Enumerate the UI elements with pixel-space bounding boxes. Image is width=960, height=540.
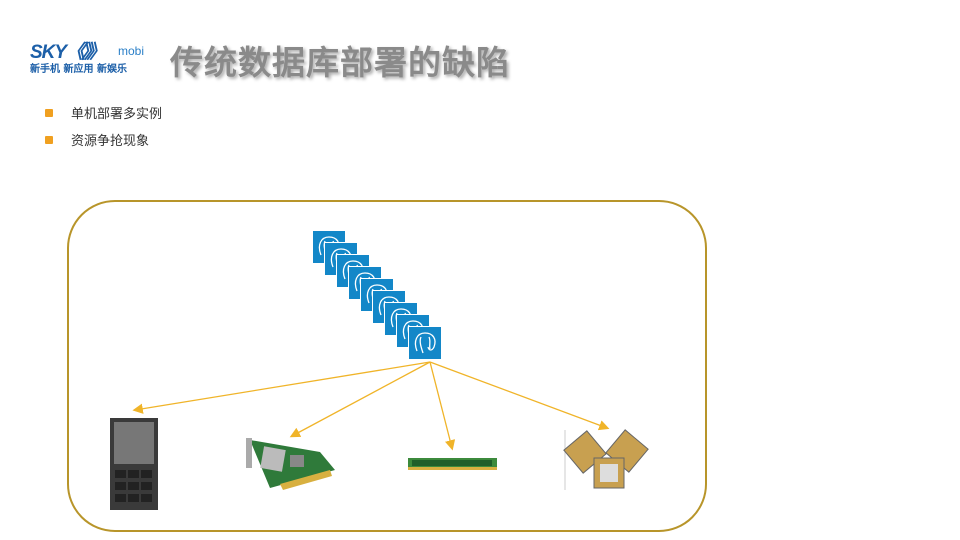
arrow-to-server (132, 361, 431, 414)
logo-mobi: mobi (118, 44, 145, 58)
bullet-text: 单机部署多实例 (71, 107, 163, 122)
logo: SKY《》》 (30, 42, 106, 63)
arrow-to-nic (289, 361, 431, 438)
bullet-item: 单机部署多实例 (45, 103, 162, 122)
arrow-to-cpu (429, 361, 610, 431)
server-icon (110, 418, 158, 510)
bullet-item: 资源争抢现象 (45, 130, 149, 149)
bullet-icon (45, 136, 53, 144)
slide-title: 传统数据库部署的缺陷 (170, 43, 510, 82)
arrow-to-memory (429, 361, 456, 451)
postgresql-elephant-icon (408, 326, 442, 360)
network-card-icon (246, 438, 335, 490)
logo-tagline: 新手机 新应用 新娱乐 (30, 64, 127, 75)
cpu-icon (563, 429, 649, 490)
diagram-frame (67, 200, 707, 532)
logo-brand: SKY (30, 42, 67, 63)
bullet-text: 资源争抢现象 (71, 134, 150, 149)
bullet-icon (45, 109, 53, 117)
memory-module-icon (408, 458, 497, 470)
